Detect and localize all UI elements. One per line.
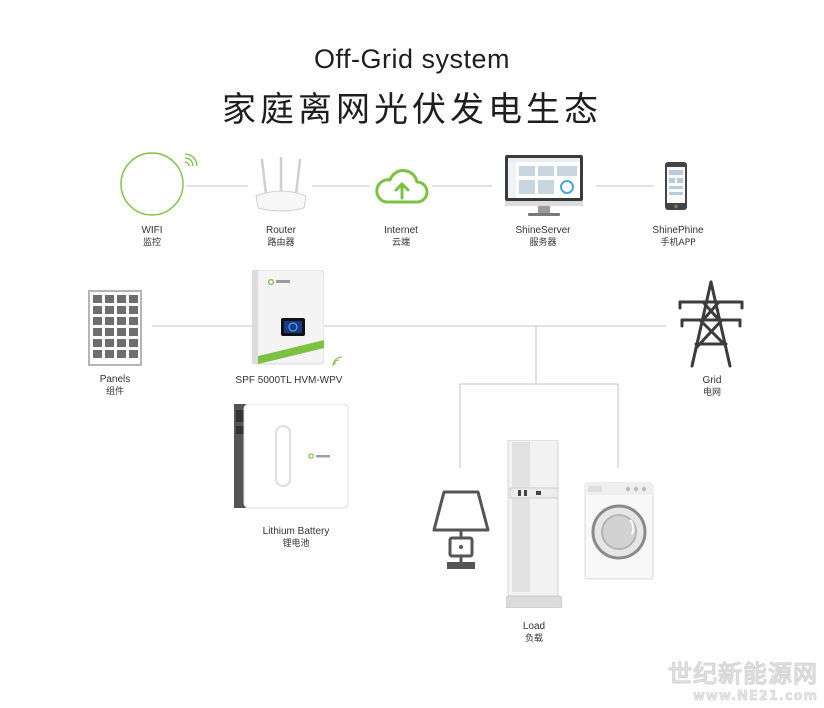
monitor-icon <box>505 155 583 216</box>
cloud-upload-icon <box>375 169 429 204</box>
watermark: 世纪新能源网 www.NE21.com <box>668 654 818 705</box>
watermark-url: www.NE21.com <box>692 689 818 705</box>
title-english: Off-Grid system <box>313 44 511 74</box>
label-wifi: WIFI 监控 <box>141 225 163 248</box>
watermark-title: 世纪新能源网 <box>668 660 818 689</box>
label-internet: Internet 云端 <box>384 225 418 248</box>
label-panels: Panels 组件 <box>99 374 131 397</box>
inverter-icon <box>251 269 325 366</box>
smartphone-icon <box>665 162 687 210</box>
transmission-tower-icon <box>678 280 744 368</box>
label-grid: Grid 电网 <box>702 375 722 398</box>
solar-panel-icon <box>88 290 142 366</box>
washing-machine-icon <box>584 482 654 580</box>
wifi-signal-icon <box>332 356 343 367</box>
battery-icon <box>234 403 350 510</box>
label-battery: Lithium Battery 锂电池 <box>262 526 330 549</box>
label-shineserver: ShineServer 服务器 <box>515 225 571 248</box>
label-inverter: SPF 5000TL HVM-WPV <box>235 375 343 386</box>
refrigerator-icon <box>506 440 562 608</box>
label-router: Router 路由器 <box>265 225 296 248</box>
label-shinephine: ShinePhine 手机APP <box>652 225 704 248</box>
lamp-icon <box>432 490 490 569</box>
title-chinese: 家庭离网光伏发电生态 <box>222 90 602 130</box>
label-load: Load 负载 <box>522 621 546 644</box>
wifi-module-icon <box>120 152 198 216</box>
router-icon <box>255 156 307 212</box>
